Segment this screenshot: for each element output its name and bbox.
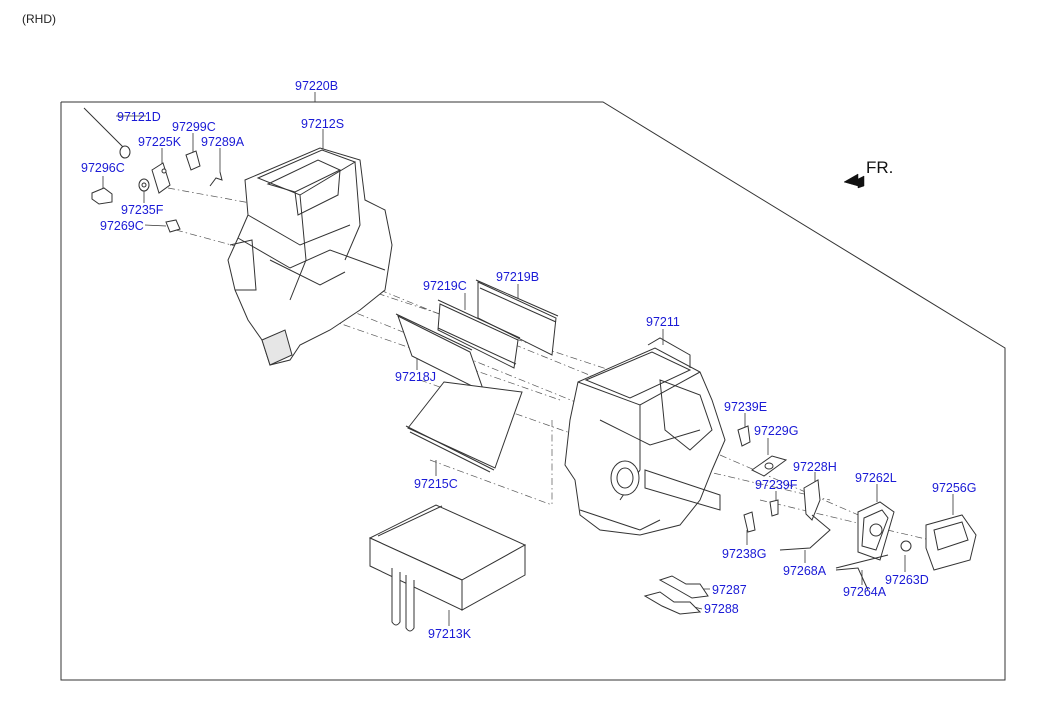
part-label[interactable]: 97263D (885, 573, 929, 587)
small-brackets (91, 150, 223, 233)
part-label[interactable]: 97288 (704, 602, 739, 616)
part-label[interactable]: 97212S (301, 117, 345, 131)
part-label[interactable]: 97287 (712, 583, 747, 597)
part-label[interactable]: 97235F (121, 203, 164, 217)
main-housing (564, 337, 726, 536)
part-label[interactable]: 97220B (295, 79, 339, 93)
front-direction-label: FR. (866, 158, 894, 177)
filter-panels (395, 313, 523, 473)
part-label[interactable]: 97262L (855, 471, 897, 485)
part-label[interactable]: 97215C (414, 477, 458, 491)
part-label[interactable]: 97239E (724, 400, 768, 414)
right-small-parts (737, 425, 977, 591)
part-label[interactable]: 97268A (783, 564, 827, 578)
part-label[interactable]: 97219B (496, 270, 540, 284)
part-label[interactable]: 97296C (81, 161, 125, 175)
part-label[interactable]: 97238G (722, 547, 767, 561)
part-label[interactable]: 97299C (172, 120, 216, 134)
filter-cover-b (475, 279, 559, 356)
part-label[interactable]: 97239F (755, 478, 798, 492)
leader-lines (102, 92, 954, 626)
rhd-note: (RHD) (22, 12, 56, 26)
front-arrow-icon (843, 173, 865, 189)
part-label[interactable]: 97256G (932, 481, 977, 495)
frame-outline (60, 101, 1006, 681)
part-label[interactable]: 97229G (754, 424, 799, 438)
part-label[interactable]: 97228H (793, 460, 837, 474)
part-label[interactable]: 97213K (428, 627, 472, 641)
filter-cover-c (437, 299, 521, 369)
part-label[interactable]: 97289A (201, 135, 245, 149)
part-label[interactable]: 97219C (423, 279, 467, 293)
part-label[interactable]: 97225K (138, 135, 182, 149)
part-label[interactable]: 97269C (100, 219, 144, 233)
clip-parts (643, 575, 709, 615)
part-label[interactable]: 97211 (646, 315, 680, 329)
heater-core (368, 504, 527, 632)
part-label[interactable]: 97218J (395, 370, 437, 384)
upper-housing (227, 147, 393, 366)
cable-part (83, 107, 131, 159)
part-label[interactable]: 97264A (843, 585, 887, 599)
part-label[interactable]: 97121D (117, 110, 161, 124)
